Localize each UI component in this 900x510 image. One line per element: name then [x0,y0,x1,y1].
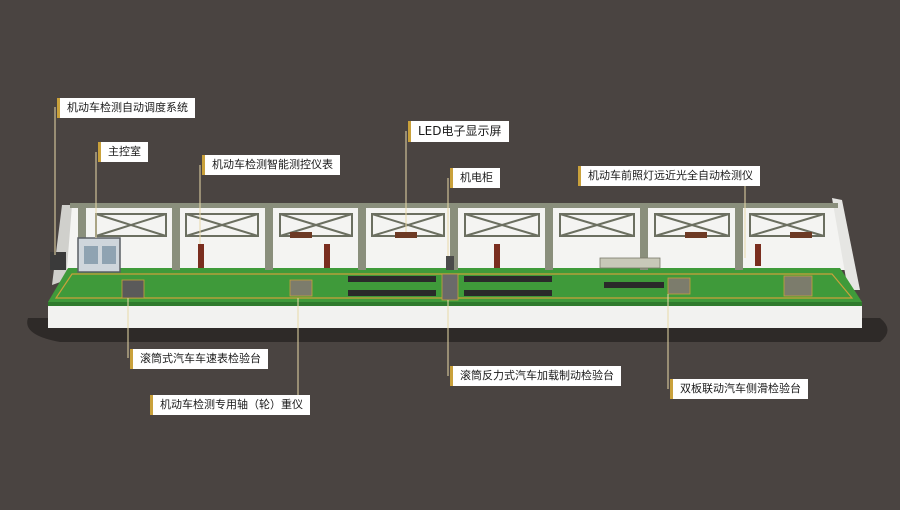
label-headlight-tester: 机动车前照灯远近光全自动检测仪 [578,166,760,186]
label-sideslip-bench: 双板联动汽车侧滑检验台 [670,379,808,399]
instrument-columns [198,244,761,268]
control-room [77,237,121,273]
dispatch-cabinet [50,252,66,270]
label-brake-bench: 滚筒反力式汽车加载制动检验台 [450,366,621,386]
leader-lines [54,107,746,404]
base-platform [48,303,862,328]
floor-accent-line [54,273,854,299]
label-speedometer-bench: 滚筒式汽车车速表检验台 [130,349,268,369]
label-led-screen: LED电子显示屏 [408,121,509,142]
label-smart-control: 机动车检测智能测控仪表 [202,155,340,175]
label-dispatch-system: 机动车检测自动调度系统 [57,98,195,118]
electrical-cabinet-unit [446,256,454,270]
floor-equipment [121,273,813,301]
led-screens [290,232,812,238]
roof-trusses [95,213,825,237]
label-axle-weigher: 机动车检测专用轴（轮）重仪 [150,395,310,415]
label-control-room: 主控室 [98,142,148,162]
label-electrical-cabinet: 机电柜 [450,168,500,188]
headlight-rail [599,257,661,269]
